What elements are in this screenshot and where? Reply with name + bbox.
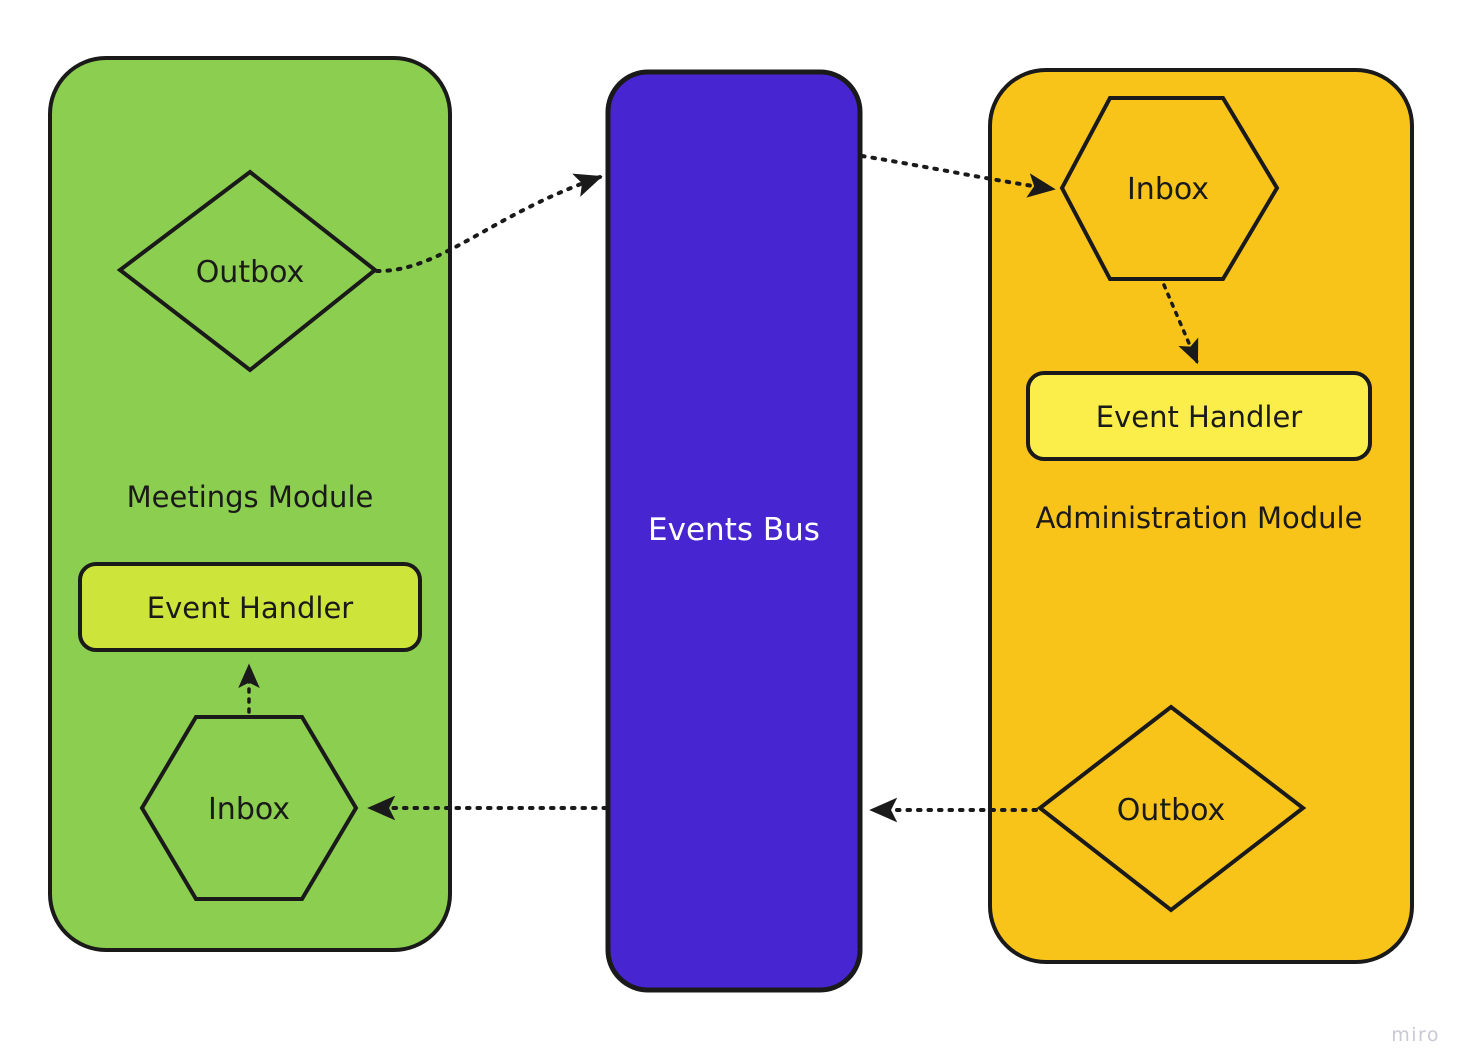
administration-event-handler-label: Event Handler [1096,400,1303,434]
meetings-event-handler-label: Event Handler [147,591,354,625]
meetings-inbox-label: Inbox [208,792,290,827]
meetings-module-title: Meetings Module [127,480,374,514]
administration-outbox-node[interactable]: Outbox [1036,704,1307,913]
events-bus-module[interactable]: Events Bus [605,69,863,993]
meetings-module-container[interactable] [48,56,452,952]
meetings-event-handler-box[interactable] [78,562,422,652]
meetings-outbox-label: Outbox [196,255,305,290]
diamond-icon [1036,704,1307,913]
hexagon-icon [139,715,359,901]
connector-administration-inbox-to-handler [1162,283,1199,365]
connector-meetings-outbox-to-bus [375,173,603,274]
meetings-inbox-node[interactable]: Inbox [139,715,359,901]
hexagon-icon [1059,96,1280,281]
miro-watermark: miro [1391,1024,1440,1046]
meetings-event-handler-node[interactable]: Event Handler [78,562,422,652]
connector-bus-to-administration-inbox [860,154,1056,198]
events-bus-container[interactable] [605,69,863,993]
administration-event-handler-node[interactable]: Event Handler [1026,371,1372,461]
administration-event-handler-box[interactable] [1026,371,1372,461]
administration-module[interactable]: Administration Module Inbox Event Handle… [988,68,1414,964]
meetings-module[interactable]: Meetings Module Outbox Event Handler Inb… [48,56,452,952]
events-bus-title: Events Bus [648,512,820,548]
meetings-outbox-node[interactable]: Outbox [116,169,379,373]
administration-module-container[interactable] [988,68,1414,964]
administration-inbox-label: Inbox [1127,172,1209,207]
administration-inbox-node[interactable]: Inbox [1059,96,1280,281]
diamond-icon [116,169,379,373]
administration-outbox-label: Outbox [1117,793,1226,828]
administration-module-title: Administration Module [1036,501,1363,535]
